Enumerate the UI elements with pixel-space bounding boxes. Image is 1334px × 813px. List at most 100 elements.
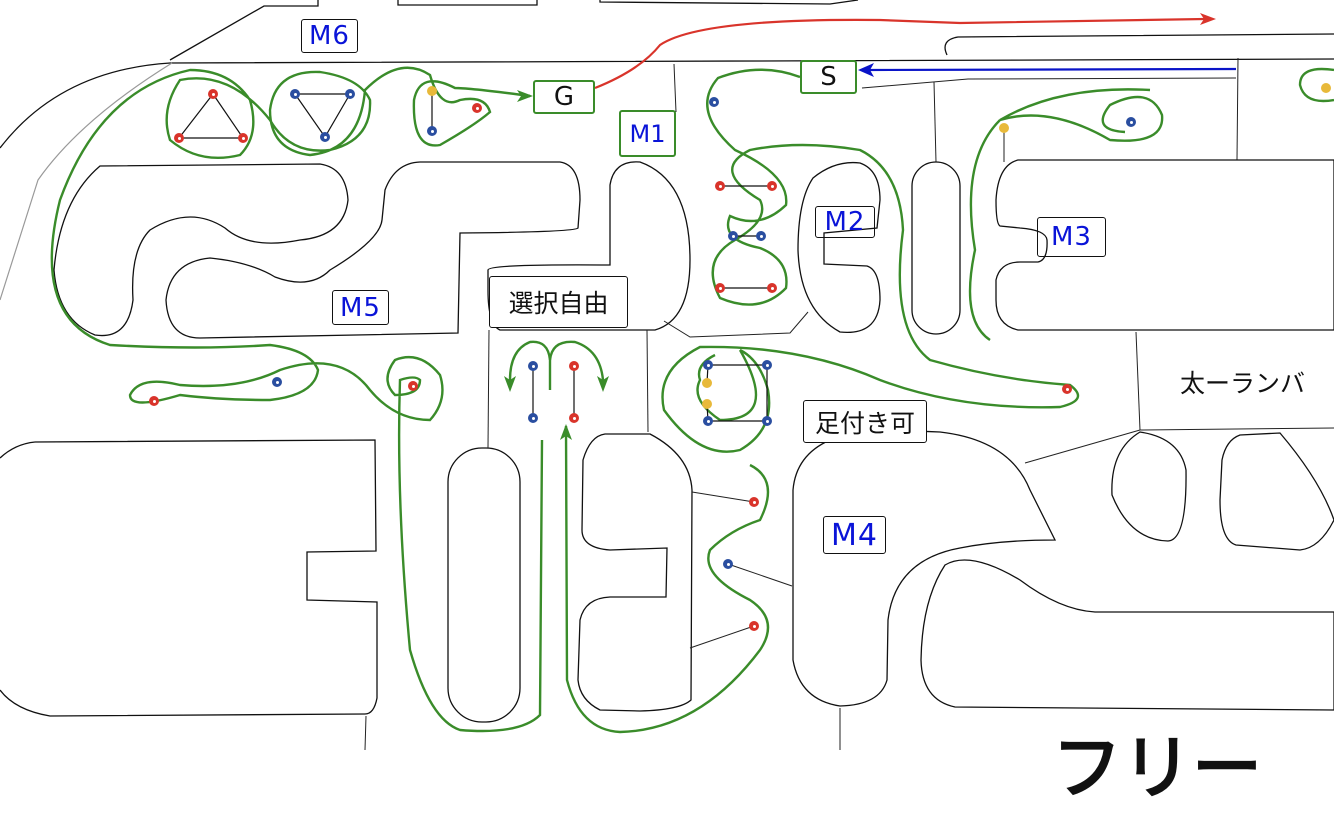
course-path-bottom	[564, 425, 770, 734]
connector-red-upper	[691, 491, 755, 503]
point-center	[293, 92, 297, 96]
point-center	[275, 380, 279, 384]
arrow-select-right	[597, 376, 609, 392]
point-center	[572, 416, 576, 420]
blue-point-marker	[723, 559, 733, 569]
zone-label-m1: M1	[619, 110, 676, 157]
red-point-marker	[569, 413, 579, 423]
point-center	[706, 363, 710, 367]
red-route-arrowhead	[1200, 13, 1216, 25]
start-marker: S	[800, 60, 857, 94]
point-center	[712, 100, 716, 104]
outer-boundary-top	[0, 58, 1334, 149]
red-point-marker	[472, 103, 482, 113]
red-point-marker	[149, 396, 159, 406]
zone-label-m3: M3	[1037, 217, 1106, 257]
point-center	[152, 399, 156, 403]
zone-label-m5: M5	[332, 290, 389, 325]
point-center	[211, 92, 215, 96]
point-center	[1065, 387, 1069, 391]
free-choice-label: 選択自由	[489, 276, 628, 328]
point-center	[765, 363, 769, 367]
red-point-marker	[408, 381, 418, 391]
blue-point-marker	[703, 416, 713, 426]
blue-point-marker	[528, 413, 538, 423]
point-center	[323, 135, 327, 139]
red-point-marker	[767, 181, 777, 191]
block-pill-center	[911, 161, 961, 335]
point-center	[759, 234, 763, 238]
point-center	[475, 106, 479, 110]
footing-ok-label: 足付き可	[803, 400, 927, 443]
zone-label-m1-text: M1	[629, 119, 666, 148]
arrow-to-G	[517, 90, 533, 102]
point-center	[770, 184, 774, 188]
blue-point-marker	[728, 231, 738, 241]
point-center	[731, 234, 735, 238]
bottom-big-label: フリー	[1052, 727, 1262, 809]
divider-1238	[1236, 57, 1239, 161]
red-point-marker	[174, 133, 184, 143]
connector-blue	[727, 563, 793, 587]
ramp-label: 太ーランバ	[1180, 369, 1306, 398]
divider-674	[673, 63, 677, 113]
point-center	[177, 136, 181, 140]
yellow-point-marker	[702, 399, 712, 409]
ramp-bottom-line	[1139, 427, 1334, 431]
blue-point-marker	[703, 360, 713, 370]
point-center	[348, 92, 352, 96]
point-center	[706, 419, 710, 423]
block-M5	[165, 161, 581, 339]
block-left-upper	[53, 163, 349, 337]
top-box-left	[397, 0, 538, 6]
block-egg-right	[1111, 431, 1187, 542]
point-center	[718, 286, 722, 290]
divider-365	[364, 715, 367, 750]
node-connections	[178, 91, 772, 422]
block-hex-right	[1219, 432, 1334, 551]
blue-lane-line	[861, 77, 1237, 89]
blue-point-marker	[762, 360, 772, 370]
blue-point-marker	[756, 231, 766, 241]
goal-marker: G	[533, 80, 595, 114]
blue-route	[865, 67, 1237, 72]
zone-label-m6: M6	[301, 19, 358, 53]
course-map-canvas	[0, 0, 1334, 750]
point-center	[770, 286, 774, 290]
divider-1136	[1135, 331, 1141, 431]
grey-boundary	[0, 62, 173, 301]
red-point-marker	[208, 89, 218, 99]
yellow-point-marker	[702, 378, 712, 388]
divider-487	[487, 329, 490, 449]
red-point-marker	[1062, 384, 1072, 394]
yellow-point-marker	[1321, 83, 1331, 93]
red-point-marker	[715, 181, 725, 191]
yellow-point-marker	[427, 86, 437, 96]
top-diagonal	[169, 0, 319, 61]
blue-point-marker	[1126, 117, 1136, 127]
block-M3	[995, 159, 1334, 331]
block-M4	[792, 430, 1057, 707]
connector-red-lower	[689, 625, 755, 649]
red-point-marker	[715, 283, 725, 293]
top-box-mid	[599, 0, 859, 5]
blue-point-marker	[528, 361, 538, 371]
course-path-loop-M3	[968, 88, 1164, 341]
blue-point-marker	[345, 89, 355, 99]
red-point-marker	[749, 621, 759, 631]
blue-point-marker	[762, 416, 772, 426]
point-center	[411, 384, 415, 388]
point-center	[531, 364, 535, 368]
red-point-marker	[767, 283, 777, 293]
divider-647	[646, 329, 649, 433]
red-point-marker	[749, 497, 759, 507]
course-path-select-right	[548, 340, 605, 381]
right-top-rail	[944, 33, 1334, 56]
divider-934	[933, 81, 937, 163]
block-M2	[797, 161, 881, 334]
blue-point-marker	[320, 132, 330, 142]
point-center	[726, 562, 730, 566]
point-center	[430, 129, 434, 133]
block-bottom-left	[0, 439, 378, 717]
course-path-right-edge	[1298, 67, 1334, 103]
